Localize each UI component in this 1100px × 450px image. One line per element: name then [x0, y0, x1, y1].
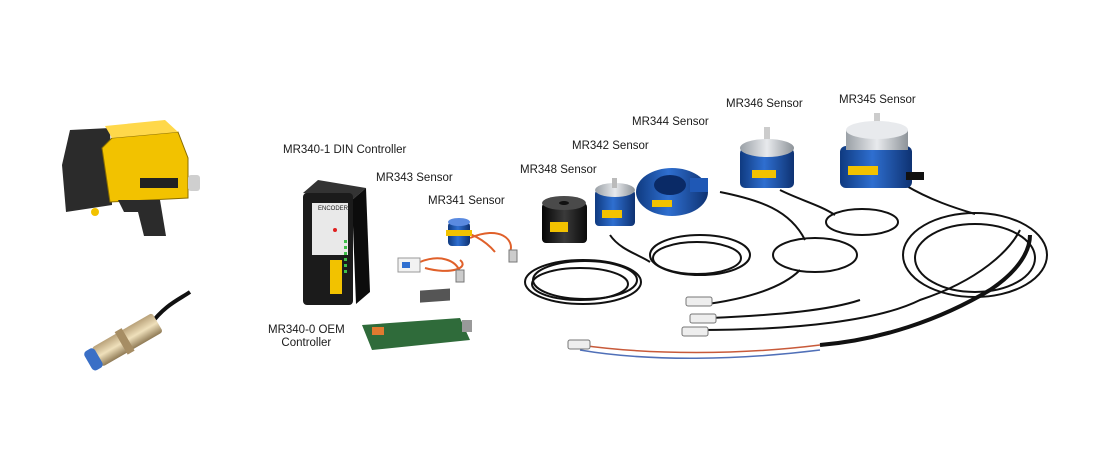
- infrared-scanner-image: [52, 92, 212, 252]
- mr344-sensor-image: [636, 168, 708, 216]
- mr346-sensor-image: [740, 127, 794, 188]
- mr340-0-oem-controller-label: MR340-0 OEM Controller: [268, 324, 345, 350]
- mr348-sensor-image: [542, 196, 587, 243]
- din-controller-image: [303, 180, 370, 305]
- fiber-connectors: [455, 249, 717, 350]
- din-controller-header-text: ENCODER: [318, 206, 349, 212]
- mr346-sensor-label: MR346 Sensor: [726, 98, 803, 110]
- mr345-sensor-image: [840, 113, 924, 188]
- oem-controller-label-line2: Controller: [281, 337, 332, 349]
- mr341-sensor-label: MR341 Sensor: [428, 195, 505, 207]
- oem-controller-label-line1: MR340-0 OEM: [268, 324, 345, 336]
- oem-controller-board-image: [362, 288, 472, 350]
- mr340-1-din-controller-label: MR340-1 DIN Controller: [283, 144, 407, 156]
- mr343-sensor-label: MR343 Sensor: [376, 172, 453, 184]
- mr341-sensor-image: [446, 218, 472, 246]
- mr342-sensor-label: MR342 Sensor: [572, 140, 649, 152]
- proximity-sensor-image: [84, 290, 192, 371]
- mr342-sensor-image: [595, 178, 635, 226]
- mr344-sensor-label: MR344 Sensor: [632, 116, 709, 128]
- mr345-sensor-label: MR345 Sensor: [839, 94, 916, 106]
- mr343-sensor-image: [397, 257, 421, 273]
- mr348-sensor-label: MR348 Sensor: [520, 164, 597, 176]
- cables: [419, 184, 1048, 359]
